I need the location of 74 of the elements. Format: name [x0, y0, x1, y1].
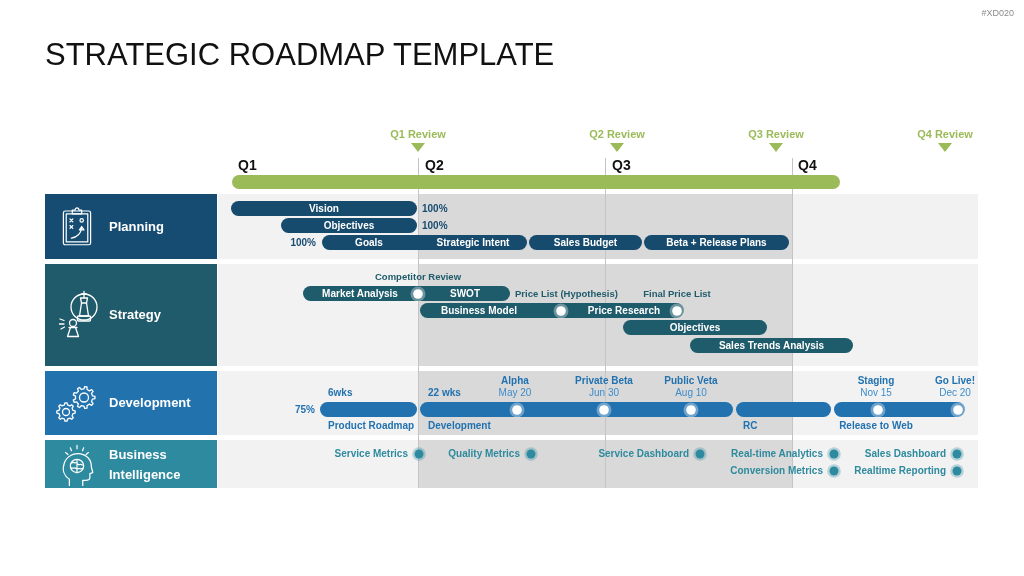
quarter-label: Q3: [612, 156, 631, 174]
milestone-label: Go Live!: [935, 375, 975, 387]
task-label: Vision: [309, 203, 339, 214]
milestone-label: Final Price List: [643, 287, 711, 300]
row-header: [45, 371, 217, 435]
page-title: STRATEGIC ROADMAP TEMPLATE: [45, 39, 555, 70]
metric-label: Service Metrics: [334, 448, 408, 460]
date-label: May 20: [498, 387, 532, 399]
date-label: Jun 30: [589, 387, 619, 399]
milestone-label: Staging: [857, 375, 895, 387]
milestone-label: Competitor Review: [375, 271, 461, 283]
duration-label: 6wks: [328, 387, 353, 399]
task-bar: [623, 320, 767, 335]
quarter-label: Q1: [238, 156, 257, 174]
task-bar: [303, 286, 510, 301]
task-label: Goals: [355, 237, 383, 248]
milestone-label: Price List (Hypothesis): [515, 287, 618, 300]
row-title: Planning: [109, 217, 165, 236]
row-title: Business Intelligence: [109, 445, 182, 484]
phase-label: Development: [428, 420, 491, 432]
quarter-label: Q2: [425, 156, 444, 174]
metric-label: Realtime Reporting: [854, 465, 946, 477]
task-bar: [420, 303, 684, 318]
row-title: Development: [109, 394, 192, 413]
phase-label: Product Roadmap: [328, 420, 415, 432]
task-label: Business Model: [440, 305, 518, 316]
row-header: [45, 264, 217, 366]
task-label: Sales Budget: [553, 237, 618, 248]
task-label: Sales Trends Analysis: [718, 340, 825, 351]
percent-label: 100%: [422, 219, 448, 232]
milestone-label: Public Veta: [664, 375, 718, 387]
phase-label: RC: [743, 420, 758, 432]
metric-label: Service Dashboard: [598, 448, 689, 460]
task-bar: [231, 201, 417, 216]
row-header: [45, 194, 217, 259]
milestone-label: Private Beta: [575, 375, 633, 387]
milestone-label: Alpha: [501, 375, 529, 387]
review-label: Q2 Review: [589, 128, 645, 142]
percent-label: 100%: [290, 236, 316, 249]
phase-bar: [420, 402, 733, 417]
date-label: Dec 20: [939, 387, 971, 399]
row-title: Strategy: [109, 306, 163, 325]
percent-label: 75%: [295, 403, 315, 416]
review-label: Q3 Review: [748, 128, 804, 142]
metric-label: Sales Dashboard: [864, 448, 946, 460]
task-label: Price Research: [587, 305, 661, 316]
task-bar: [690, 338, 853, 353]
task-label: Market Analysis: [322, 288, 398, 299]
percent-label: 100%: [422, 202, 448, 215]
task-bar: [281, 218, 417, 233]
review-label: Q4 Review: [917, 128, 973, 142]
phase-bar: [320, 402, 417, 417]
template-code: #XD020: [981, 7, 1014, 19]
date-label: Nov 15: [860, 387, 892, 399]
timeline-bar: [232, 175, 840, 189]
task-label: Beta + Release Plans: [666, 237, 767, 248]
task-label: Objectives: [323, 220, 375, 231]
duration-label: 22 wks: [428, 387, 461, 399]
task-label: SWOT: [450, 288, 480, 299]
task-label: Strategic Intent: [436, 237, 510, 248]
phase-label: Release to Web: [839, 420, 913, 432]
phase-bar: [834, 402, 965, 417]
task-label: Objectives: [669, 322, 721, 333]
metric-label: Quality Metrics: [448, 448, 520, 460]
quarter-label: Q4: [798, 156, 817, 174]
date-label: Aug 10: [675, 387, 707, 399]
row-header: [45, 440, 217, 488]
review-label: Q1 Review: [390, 128, 446, 142]
task-bar: [644, 235, 789, 250]
metric-label: Conversion Metrics: [730, 465, 823, 477]
phase-bar: [736, 402, 831, 417]
metric-label: Real-time Analytics: [731, 448, 823, 460]
task-bar: [322, 235, 527, 250]
task-bar: [529, 235, 642, 250]
